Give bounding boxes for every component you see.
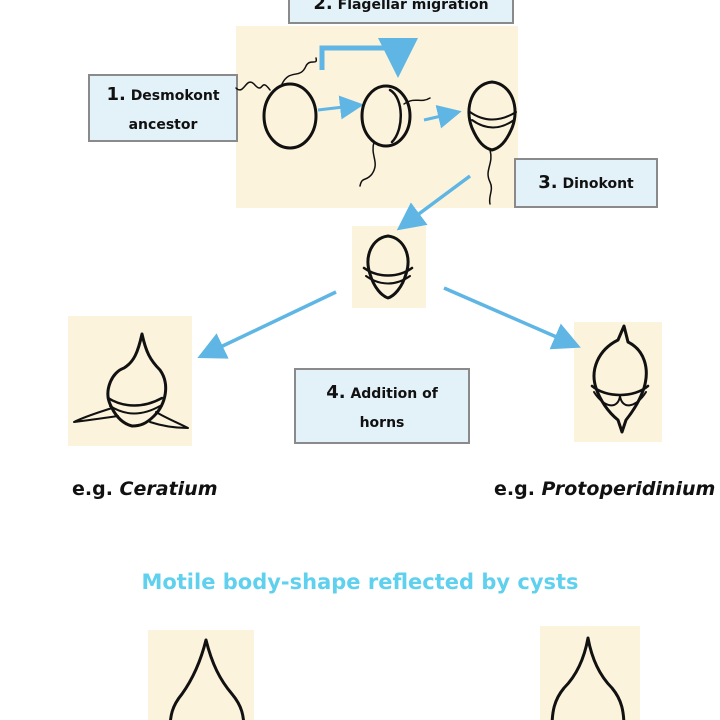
dinokont-cell-stage3	[467, 80, 517, 205]
horns-label-line2: horns	[359, 414, 405, 431]
desmokont-ancestor-box: 1. Desmokont ancestor	[88, 74, 238, 142]
ancestor-label-line2: ancestor	[128, 116, 198, 133]
migration-number: 2.	[313, 0, 333, 14]
arrow-migrating-to-dinokont	[423, 105, 462, 129]
dinokont-box: 3. Dinokont	[514, 158, 658, 208]
protoperidinium-cell	[590, 324, 650, 434]
protoperidinium-genus: Protoperidinium	[541, 478, 716, 500]
arrow-ancestor-to-migrating	[317, 95, 364, 120]
cyst-section-title: Motile body-shape reflected by cysts	[141, 570, 579, 594]
ancestry-panel	[236, 26, 518, 208]
dinokont-number: 3.	[538, 171, 558, 193]
ceratium-cell	[73, 332, 189, 429]
addition-of-horns-box: 4. Addition of horns	[294, 368, 470, 444]
horns-number: 4.	[326, 381, 346, 403]
arrow-to-ceratium	[197, 290, 337, 359]
dinokont-cell-center	[362, 234, 414, 300]
cyst-panel-left	[148, 630, 254, 720]
arrow-to-dinokont-center	[396, 174, 472, 231]
ancestor-number: 1.	[106, 83, 126, 105]
migration-arrow	[319, 38, 418, 78]
protoperidinium-caption: e.g. Protoperidinium	[494, 478, 715, 500]
dinokont-label: Dinokont	[562, 175, 634, 192]
ceratium-caption-prefix: e.g.	[72, 478, 120, 500]
protoperidinium-caption-prefix: e.g.	[494, 478, 542, 500]
ceratium-genus: Ceratium	[119, 478, 218, 500]
cyst-right	[550, 636, 626, 720]
ancestor-label-line1: Desmokont	[130, 87, 220, 104]
flagellar-migration-box: 2. Flagellar migration	[288, 0, 514, 24]
desmokont-ancestor-cell	[235, 57, 318, 150]
horns-label-line1: Addition of	[350, 385, 438, 402]
ceratium-caption: e.g. Ceratium	[72, 478, 218, 500]
migration-label: Flagellar migration	[337, 0, 489, 13]
cyst-left	[168, 638, 246, 720]
arrow-to-protoperidinium	[443, 286, 581, 350]
migrating-cell	[359, 84, 431, 187]
